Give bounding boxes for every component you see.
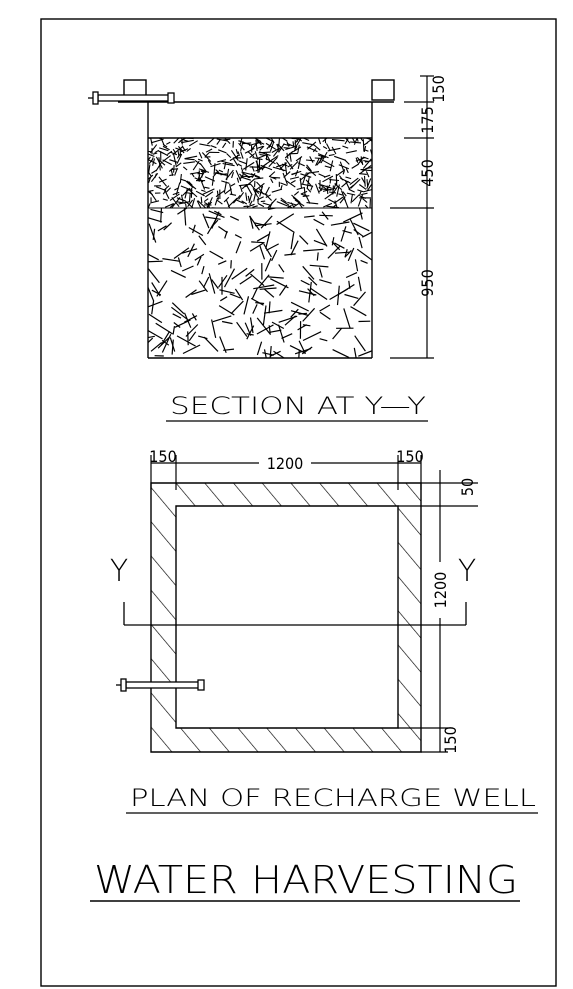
- dim-plan-50: 50: [458, 478, 477, 496]
- plan-title: PLAN OF RECHARGE WELL: [130, 784, 536, 812]
- dim-gap-1200-v: [432, 562, 449, 618]
- dim-section-175: 175: [418, 106, 437, 133]
- dim-plan-right-150: 150: [396, 447, 423, 466]
- boulder-layer: [148, 208, 372, 358]
- dim-section-450: 450: [418, 159, 437, 186]
- dim-plan-1200-width: 1200: [267, 454, 304, 473]
- inlet-pipe-plan: [116, 678, 205, 692]
- section-title: SECTION AT Y—Y: [170, 392, 426, 420]
- drawing-title: WATER HARVESTING: [94, 858, 518, 902]
- dim-section-950: 950: [418, 269, 437, 296]
- dim-plan-bottom-150: 150: [441, 726, 460, 753]
- dim-plan-1200-height: 1200: [431, 572, 450, 609]
- dim-plan-left-150: 150: [149, 447, 176, 466]
- plan-view: 150 1200 150 50 1200 150 Y Y: [110, 447, 478, 754]
- dim-section-150: 150: [429, 75, 448, 102]
- section-mark-left: Y: [110, 554, 128, 589]
- section-view: 150 175 450 950: [88, 75, 448, 359]
- section-mark-right: Y: [458, 554, 476, 589]
- slab-block-right: [371, 79, 395, 101]
- sheet-border: [40, 18, 557, 987]
- section-dimension-lines: [390, 75, 434, 359]
- plan-walls: [150, 482, 422, 753]
- coarse-aggregate-layer: [148, 138, 372, 208]
- inlet-pipe-section: [88, 91, 175, 105]
- dim-gap-1200: [259, 454, 311, 472]
